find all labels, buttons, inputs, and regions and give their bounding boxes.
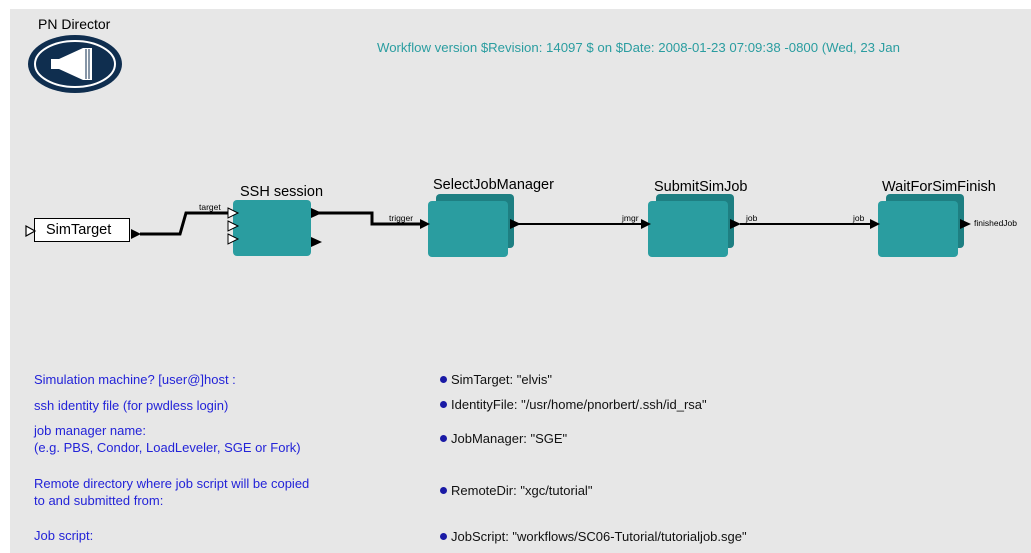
parameter-bullet-icon — [440, 376, 447, 383]
megaphone-icon[interactable] — [27, 34, 123, 94]
port-label-jmgr: jmgr — [622, 213, 639, 223]
parameter-value: IdentityFile: "/usr/home/pnorbert/.ssh/i… — [451, 397, 707, 412]
simtarget-label: SimTarget — [46, 222, 112, 238]
parameter-bullet-icon — [440, 435, 447, 442]
parameter-value: SimTarget: "elvis" — [451, 372, 552, 387]
param-label-remotedir: Remote directory where job script will b… — [34, 475, 309, 509]
port-label-finishedjob: finishedJob — [974, 218, 1018, 228]
ssh-input-port-2 — [227, 220, 240, 232]
simtarget-output-port[interactable] — [130, 228, 142, 240]
parameter-simtarget[interactable]: SimTarget: "elvis" — [440, 372, 552, 387]
ssh-input-port-target — [227, 207, 240, 219]
select-input-port-trigger — [420, 219, 430, 229]
param-label-jobmanager: job manager name: (e.g. PBS, Condor, Loa… — [34, 422, 301, 456]
workflow-version-annotation: Workflow version $Revision: 14097 $ on $… — [377, 40, 900, 55]
port-label-job-out: job — [746, 213, 758, 223]
submitsimjob-actor[interactable] — [641, 194, 741, 257]
port-label-job-in: job — [853, 213, 865, 223]
director-label: PN Director — [38, 16, 111, 32]
param-label-line: Simulation machine? [user@]host : — [34, 372, 236, 387]
ssh-output-port-1 — [311, 208, 322, 218]
waitforsimfinish-actor[interactable] — [870, 194, 971, 257]
selectjobmanager-label: SelectJobManager — [433, 177, 554, 193]
param-label-line: (e.g. PBS, Condor, LoadLeveler, SGE or F… — [34, 440, 301, 455]
param-label-jobscript: Job script: — [34, 527, 93, 544]
param-label-line: to and submitted from: — [34, 493, 164, 508]
waitforsimfinish-label: WaitForSimFinish — [882, 179, 996, 195]
selectjobmanager-actor[interactable] — [420, 194, 521, 257]
parameter-bullet-icon — [440, 533, 447, 540]
wait-input-port-job — [870, 219, 880, 229]
parameter-remotedir[interactable]: RemoteDir: "xgc/tutorial" — [440, 483, 592, 498]
submit-output-port-job — [730, 219, 741, 229]
wire-ssh-select — [318, 211, 426, 226]
param-label-line: Remote directory where job script will b… — [34, 476, 310, 491]
port-label-trigger: trigger — [389, 213, 414, 223]
parameter-bullet-icon — [440, 401, 447, 408]
wire-simtarget-ssh — [140, 211, 230, 236]
param-label-identityfile: ssh identity file (for pwdless login) — [34, 397, 228, 414]
ssh-session-label: SSH session — [240, 184, 324, 200]
port-label-target: target — [199, 202, 221, 212]
select-output-port — [510, 219, 521, 229]
simtarget-port-box[interactable] — [34, 218, 130, 242]
ssh-output-port-2 — [311, 237, 322, 247]
parameter-jobmanager[interactable]: JobManager: "SGE" — [440, 431, 567, 446]
workflow-area — [10, 9, 1031, 553]
param-label-simtarget: Simulation machine? [user@]host : — [34, 371, 236, 388]
parameter-value: JobScript: "workflows/SC06-Tutorial/tuto… — [451, 529, 747, 544]
submit-input-port-jmgr — [641, 219, 651, 229]
parameter-bullet-icon — [440, 487, 447, 494]
simtarget-input-arrow-icon — [25, 225, 37, 237]
ssh-session-actor[interactable] — [227, 200, 322, 256]
submitsimjob-label: SubmitSimJob — [654, 179, 748, 195]
parameter-identityfile[interactable]: IdentityFile: "/usr/home/pnorbert/.ssh/i… — [440, 397, 707, 412]
param-label-line: ssh identity file (for pwdless login) — [34, 398, 229, 413]
wait-output-port-finished — [960, 219, 971, 229]
param-label-line: Job script: — [34, 528, 94, 543]
parameter-value: RemoteDir: "xgc/tutorial" — [451, 483, 593, 498]
param-label-line: job manager name: — [34, 423, 147, 438]
ssh-input-port-3 — [227, 233, 240, 245]
parameter-value: JobManager: "SGE" — [451, 431, 568, 446]
parameter-jobscript[interactable]: JobScript: "workflows/SC06-Tutorial/tuto… — [440, 529, 747, 544]
